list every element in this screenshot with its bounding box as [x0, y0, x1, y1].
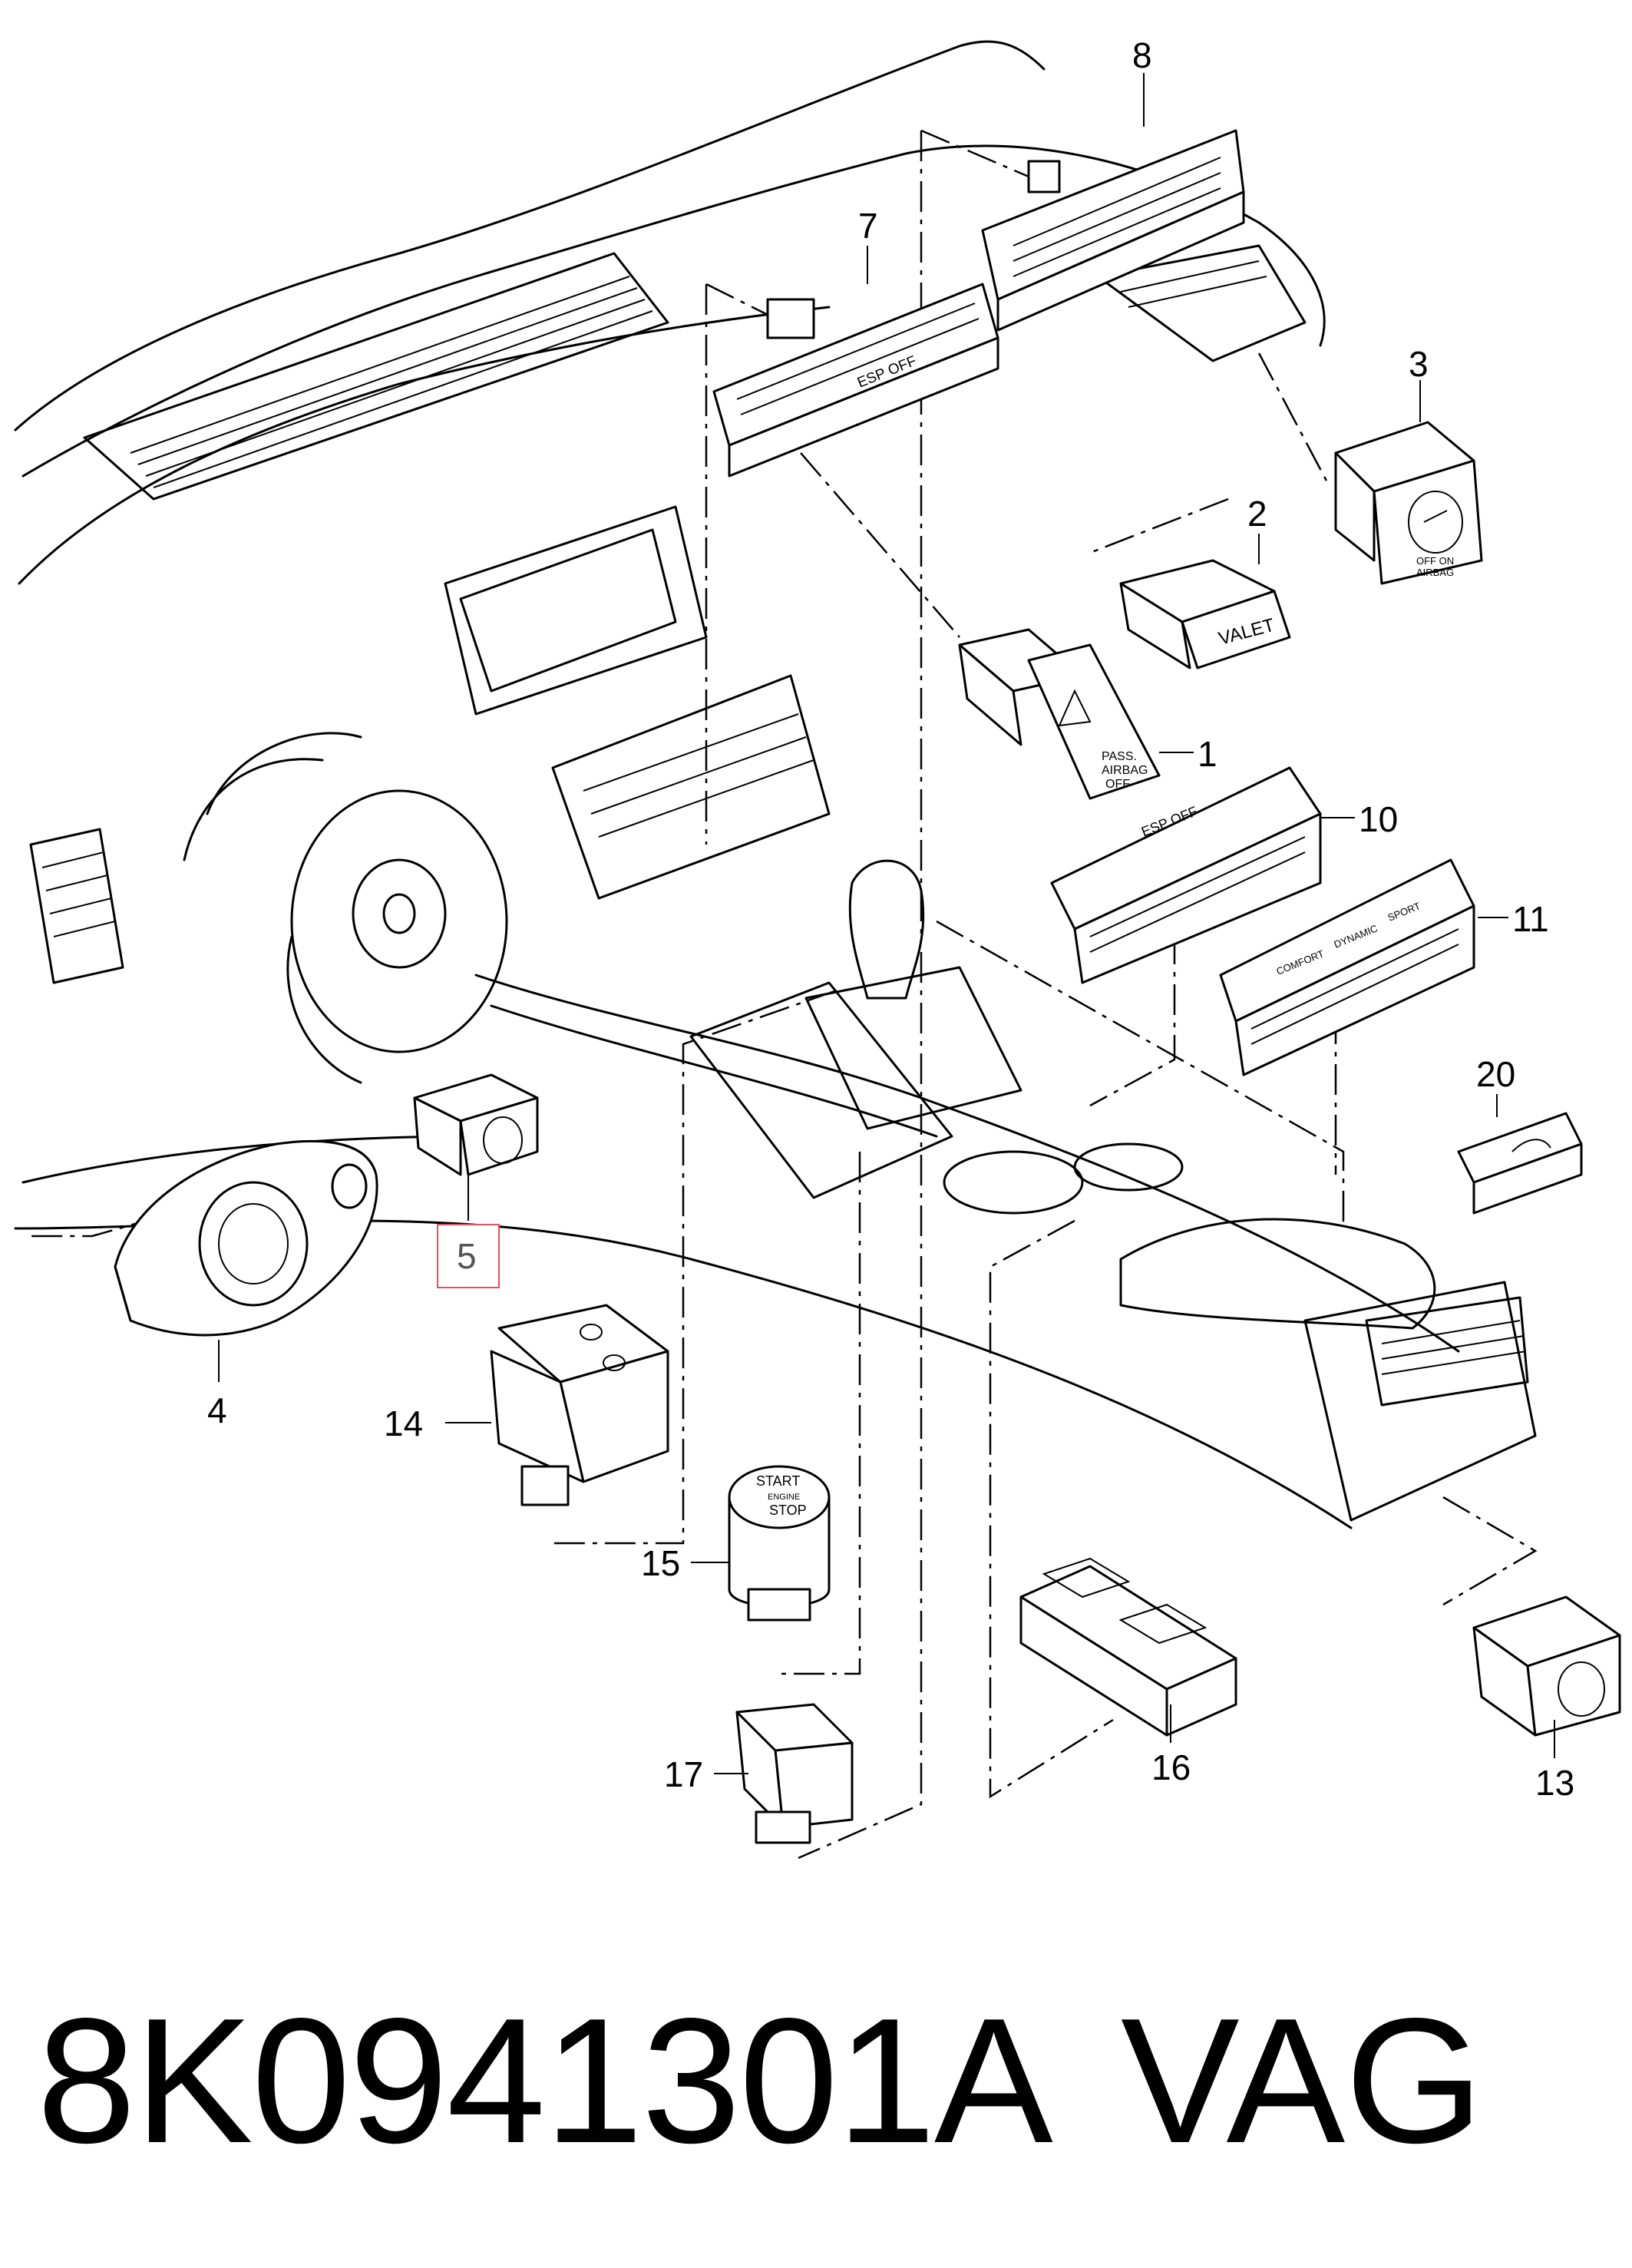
part-11-drive-select-strip[interactable]: COMFORT DYNAMIC SPORT — [1219, 858, 1475, 1076]
leader-lines — [31, 129, 1538, 1860]
callout-2[interactable]: 2 — [1247, 494, 1267, 534]
part-1-pass-text: PASS. — [1102, 750, 1137, 763]
callout-10[interactable]: 10 — [1359, 799, 1398, 839]
part-1-airbag-text: AIRBAG — [1102, 764, 1148, 777]
callout-3[interactable]: 3 — [1409, 344, 1429, 384]
vent-grille-lines — [130, 276, 653, 488]
callout-8[interactable]: 8 — [1132, 35, 1152, 75]
part-1-hazard-switch[interactable]: PASS. AIRBAG OFF — [958, 628, 1161, 800]
part-4-headlight-switch[interactable] — [114, 1139, 378, 1337]
callout-7[interactable]: 7 — [858, 206, 878, 246]
callout-numbers: 8 7 3 2 1 10 11 20 4 14 15 17 16 13 5 — [207, 35, 1574, 1803]
selected-part-highlight-box — [437, 1224, 500, 1288]
part-16-window-switch-block[interactable] — [1019, 1557, 1237, 1737]
part-15-stop-text: STOP — [769, 1503, 807, 1518]
part-5-switch[interactable] — [413, 1073, 539, 1176]
part-14-parking-brake-switch[interactable] — [490, 1304, 669, 1506]
part-7-center-switch-strip[interactable]: ESP OFF — [712, 283, 999, 478]
callout-13[interactable]: 13 — [1535, 1763, 1574, 1803]
part-15-engine-text: ENGINE — [768, 1493, 800, 1502]
part-20-trunk-release-switch[interactable] — [1457, 1112, 1583, 1215]
callout-20[interactable]: 20 — [1476, 1054, 1515, 1094]
part-17-switch[interactable] — [735, 1703, 854, 1844]
part-3-off-on-text: OFF ON — [1416, 555, 1454, 567]
callout-15[interactable]: 15 — [641, 1543, 680, 1583]
part-1-off-text: OFF — [1105, 778, 1130, 791]
part-10-esp-switch-strip[interactable]: ESP OFF — [1050, 766, 1322, 984]
callout-17[interactable]: 17 — [664, 1754, 703, 1794]
brand-name: VAG — [1121, 1982, 1484, 2180]
part-8-climate-control-panel[interactable] — [981, 129, 1245, 332]
part-number: 8K0941301A — [37, 1982, 1053, 2180]
part-15-start-text: START — [756, 1473, 800, 1489]
callout-16[interactable]: 16 — [1151, 1747, 1191, 1787]
callout-5-selected[interactable]: 5 — [457, 1236, 477, 1276]
part-3-airbag-text: AIRBAG — [1416, 567, 1454, 578]
part-15-start-stop-button[interactable]: START ENGINE STOP — [728, 1465, 831, 1622]
dashboard-illustration — [14, 40, 1537, 1529]
part-13-rear-switch[interactable] — [1472, 1595, 1621, 1737]
callout-11[interactable]: 11 — [1512, 899, 1549, 939]
part-2-valet-switch[interactable]: VALET — [1119, 559, 1291, 669]
callout-14[interactable]: 14 — [384, 1403, 423, 1443]
callout-leaders — [218, 73, 1555, 1774]
callout-1[interactable]: 1 — [1198, 734, 1217, 774]
callout-4[interactable]: 4 — [207, 1390, 227, 1430]
part-3-airbag-switch[interactable]: OFF ON AIRBAG — [1334, 421, 1483, 585]
